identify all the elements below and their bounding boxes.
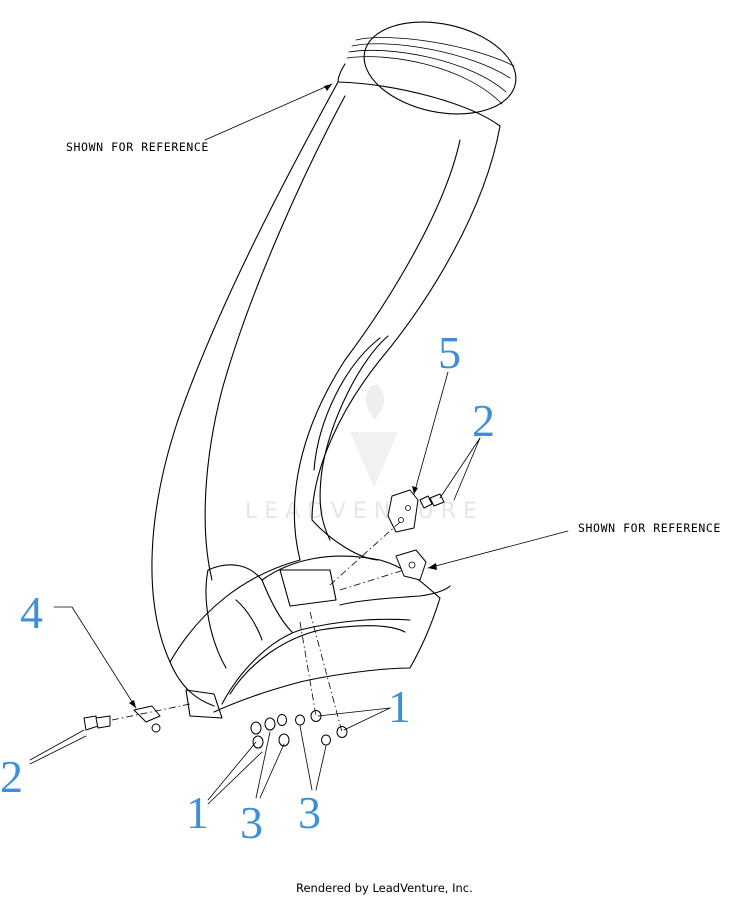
- leader-lines: [29, 83, 569, 805]
- hinge-bracket-part: [387, 489, 419, 533]
- callout-1-right: 1: [388, 681, 411, 732]
- callout-2-lower: 2: [0, 751, 23, 802]
- callout-1-lower: 1: [186, 787, 209, 838]
- callout-3-left: 3: [240, 797, 263, 848]
- footer-credit: Rendered by LeadVenture, Inc.: [296, 881, 473, 895]
- callout-5: 5: [438, 327, 461, 378]
- callout-2-upper: 2: [472, 395, 495, 446]
- bolt-part-lower: [83, 715, 111, 731]
- pivot-block-reference: [395, 549, 427, 581]
- watermark-logo-icon: [350, 385, 398, 488]
- reference-label-right: SHOWN FOR REFERENCE: [578, 521, 721, 535]
- callout-3-right: 3: [298, 787, 321, 838]
- clip-bracket-part: [133, 705, 161, 733]
- reference-label-top: SHOWN FOR REFERENCE: [66, 140, 209, 154]
- watermark-text: LEADVENTURE: [245, 499, 484, 524]
- watermark: LEADVENTURE: [245, 385, 484, 524]
- callout-4: 4: [20, 587, 43, 638]
- hardware-nuts-washers: [250, 710, 348, 749]
- assembly-lines: [111, 521, 405, 733]
- discharge-chute: [151, 21, 517, 707]
